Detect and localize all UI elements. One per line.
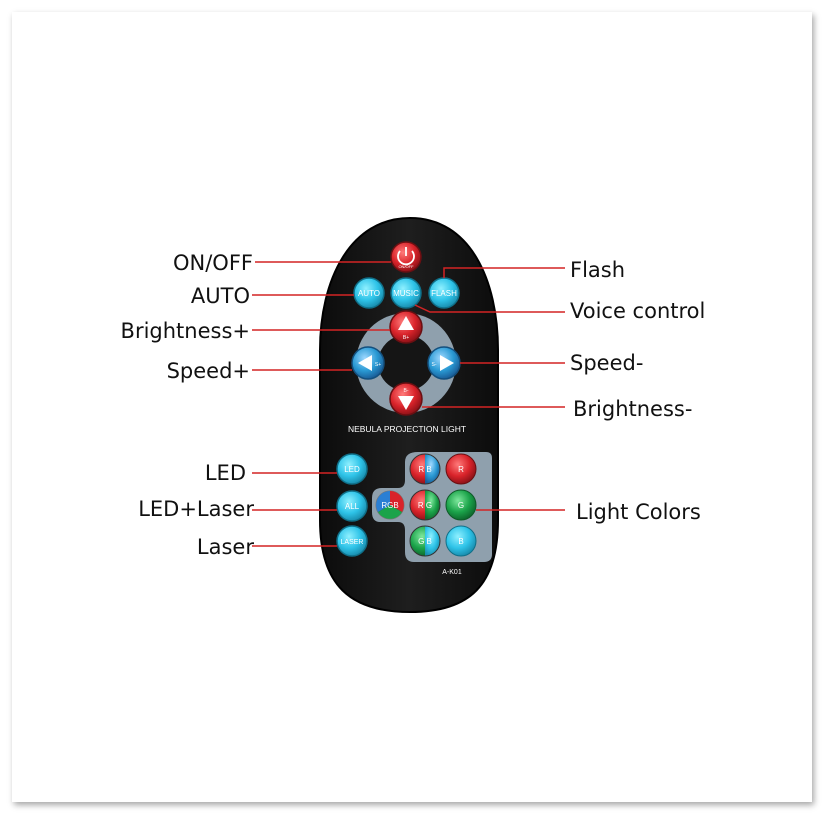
b-button[interactable]: B — [446, 526, 476, 556]
power-button-label: ON/OFF — [398, 264, 414, 269]
flash-button-label: FLASH — [431, 289, 457, 298]
callout-flash: Flash — [570, 258, 625, 282]
callout-auto: AUTO — [191, 284, 250, 308]
rb-button[interactable]: R B — [410, 454, 440, 484]
g-button[interactable]: G — [446, 490, 476, 520]
callout-speed-minus: Speed- — [570, 351, 643, 375]
flash-button[interactable]: FLASH — [429, 278, 459, 308]
speed-down-button[interactable]: S- — [428, 347, 460, 379]
all-button[interactable]: ALL — [337, 491, 367, 521]
callout-led-laser: LED+Laser — [138, 497, 254, 521]
right-button-label: S- — [432, 362, 437, 368]
up-button-label: B+ — [403, 335, 409, 341]
brightness-up-button[interactable]: B+ — [390, 311, 422, 343]
r-button[interactable]: R — [446, 454, 476, 484]
rg-button-label: R G — [418, 501, 432, 510]
speed-up-button[interactable]: S+ — [352, 347, 384, 379]
brightness-down-button[interactable]: B- — [390, 383, 422, 415]
led-button-label: LED — [344, 465, 360, 474]
callout-on-off: ON/OFF — [173, 251, 253, 275]
gb-button-label: G B — [418, 537, 432, 546]
g-button-label: G — [458, 501, 464, 510]
callout-led: LED — [205, 461, 246, 485]
auto-button[interactable]: AUTO — [354, 278, 384, 308]
callout-voice-control: Voice control — [570, 299, 705, 323]
model-number: A-K01 — [442, 569, 462, 576]
gb-button[interactable]: G B — [410, 526, 440, 556]
callout-light-colors: Light Colors — [576, 500, 701, 524]
laser-button-label: LASER — [341, 539, 364, 546]
all-button-label: ALL — [345, 502, 360, 511]
callout-speed-plus: Speed+ — [167, 359, 250, 383]
rg-button[interactable]: R G — [410, 490, 440, 520]
laser-button[interactable]: LASER — [337, 526, 367, 556]
callout-brightness-plus: Brightness+ — [121, 319, 250, 343]
music-button-label: MUSIC — [393, 289, 419, 298]
power-button[interactable]: ON/OFF — [391, 242, 421, 272]
music-button[interactable]: MUSIC — [391, 278, 421, 308]
down-button-label: B- — [404, 388, 409, 394]
b-button-label: B — [458, 537, 463, 546]
auto-button-label: AUTO — [358, 289, 380, 298]
rb-button-label: R B — [418, 465, 431, 474]
callout-laser: Laser — [197, 535, 254, 559]
left-button-label: S+ — [375, 362, 381, 368]
callout-brightness-minus: Brightness- — [573, 397, 692, 421]
r-button-label: R — [458, 465, 464, 474]
rgb-button-label: RGB — [381, 501, 398, 510]
rgb-button[interactable]: RGB — [376, 491, 404, 519]
product-name: NEBULA PROJECTION LIGHT — [348, 424, 466, 434]
led-button[interactable]: LED — [337, 454, 367, 484]
